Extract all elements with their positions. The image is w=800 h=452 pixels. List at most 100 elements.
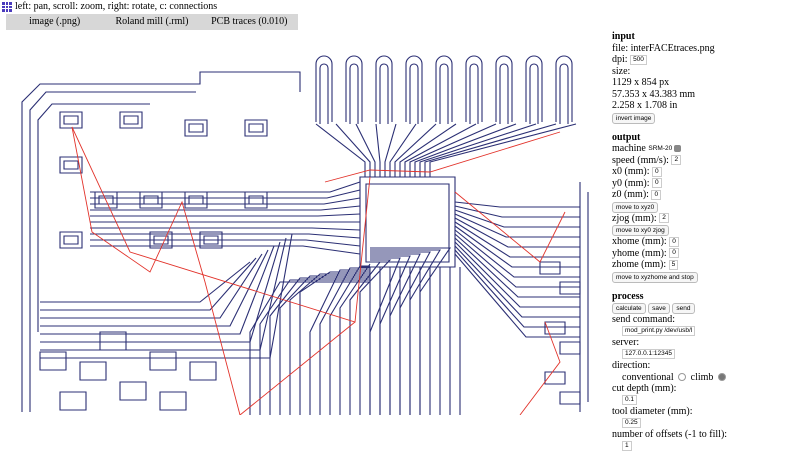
- send-command-field[interactable]: mod_print.py /dev/usb/l: [622, 326, 696, 337]
- size-px: 1129 x 854 px: [612, 77, 670, 88]
- trace-line: [90, 245, 361, 255]
- trace-line: [409, 123, 497, 177]
- move-xyz0-button[interactable]: move to xyz0: [612, 201, 659, 213]
- rapid-move: [71, 126, 371, 323]
- machine-label: machine: [612, 143, 646, 155]
- output-heading: output: [612, 131, 641, 143]
- zjog-field[interactable]: 2: [659, 213, 669, 224]
- trace-line: [414, 123, 517, 177]
- chevron-down-icon[interactable]: [674, 145, 682, 153]
- cut-depth-field[interactable]: 0.1: [622, 395, 638, 406]
- tab-image[interactable]: image (.png): [29, 16, 81, 27]
- trace-pad: [59, 111, 83, 129]
- trace-line: [299, 271, 370, 415]
- trace-pad: [244, 119, 268, 137]
- trace-finger: [409, 63, 419, 124]
- trace-line: [40, 245, 275, 335]
- direction-label: direction:: [612, 360, 651, 372]
- trace-pad: [184, 191, 208, 209]
- trace-pad: [188, 123, 204, 133]
- tab-pcb-traces[interactable]: PCB traces (0.010): [211, 16, 288, 27]
- server-label: server:: [612, 337, 640, 349]
- trace-line: [259, 279, 370, 415]
- move-xy0-button[interactable]: move to xy0 zjog: [612, 225, 669, 237]
- trace-pad: [184, 119, 208, 137]
- trace-line: [399, 123, 457, 177]
- rapid-move: [239, 321, 356, 415]
- trace-pad: [119, 381, 147, 401]
- offsets-label: number of offsets (-1 to fill):: [612, 429, 728, 441]
- trace-pad: [203, 235, 219, 245]
- trace-outline: [37, 103, 150, 332]
- trace-pad: [544, 321, 566, 335]
- trace-finger: [555, 55, 573, 122]
- tab-roland-mill[interactable]: Roland mill (.rml): [115, 16, 189, 27]
- controls-hint: left: pan, scroll: zoom, right: rotate, …: [15, 1, 218, 12]
- trace-finger: [465, 55, 483, 122]
- trace-line: [359, 259, 392, 415]
- xhome-field[interactable]: 0: [669, 236, 679, 247]
- trace-pad: [79, 361, 107, 381]
- trace-line: [319, 267, 370, 415]
- module-tabs: image (.png) Roland mill (.rml) PCB trac…: [6, 14, 298, 30]
- trace-line: [454, 217, 580, 248]
- send-button[interactable]: send: [672, 303, 695, 315]
- trace-pad: [153, 235, 169, 245]
- trace-finger: [375, 55, 393, 122]
- trace-pad: [244, 191, 268, 209]
- server-field[interactable]: 127.0.0.1:12345: [622, 349, 675, 360]
- trace-pad: [189, 361, 217, 381]
- offsets-field[interactable]: 1: [622, 441, 632, 452]
- speed-field[interactable]: 2: [671, 155, 682, 166]
- trace-line: [315, 123, 366, 177]
- trace-line: [394, 123, 437, 177]
- trace-finger: [319, 63, 329, 124]
- dpi-field[interactable]: 500: [630, 54, 647, 65]
- machine-select[interactable]: SRM-20: [648, 145, 673, 152]
- trace-finger: [379, 63, 389, 124]
- zhome-field[interactable]: 5: [668, 259, 679, 270]
- trace-pad: [143, 195, 159, 205]
- trace-pad: [248, 123, 264, 133]
- conventional-radio[interactable]: [678, 373, 687, 382]
- trace-pad: [119, 111, 143, 129]
- trace-line: [404, 123, 477, 177]
- z0-field[interactable]: 0: [651, 189, 662, 200]
- trace-finger: [529, 63, 539, 124]
- save-button[interactable]: save: [648, 303, 670, 315]
- trace-pad: [59, 156, 83, 174]
- trace-line: [369, 257, 401, 415]
- trace-line: [454, 221, 580, 258]
- trace-line: [90, 189, 361, 199]
- trace-line: [355, 123, 376, 177]
- trace-line: [429, 123, 577, 177]
- trace-line: [279, 275, 370, 415]
- size-in: 2.258 x 1.708 in: [612, 100, 678, 111]
- process-heading: process: [612, 290, 644, 302]
- trace-line: [389, 123, 417, 177]
- climb-label: climb: [690, 371, 714, 383]
- file-name: file: interFACEtraces.png: [612, 42, 715, 54]
- x0-field[interactable]: 0: [652, 166, 662, 177]
- trace-chip: [359, 176, 456, 268]
- tool-diameter-field[interactable]: 0.25: [622, 418, 641, 429]
- trace-pad: [159, 391, 187, 411]
- trace-finger: [315, 55, 333, 122]
- trace-finger: [499, 63, 509, 124]
- trace-pad: [63, 235, 79, 245]
- tool-diameter-label: tool diameter (mm):: [612, 406, 693, 418]
- trace-finger: [439, 63, 449, 124]
- yhome-field[interactable]: 0: [669, 248, 679, 259]
- trace-line: [454, 233, 580, 288]
- trace-line: [90, 239, 361, 247]
- xhome-label: xhome (mm):: [612, 236, 667, 248]
- calculate-button[interactable]: calculate: [612, 303, 646, 315]
- invert-image-button[interactable]: invert image: [612, 112, 656, 124]
- climb-radio[interactable]: [717, 373, 726, 382]
- toolpath-canvas[interactable]: [0, 32, 600, 415]
- y0-field[interactable]: 0: [652, 178, 662, 189]
- trace-pad: [199, 231, 223, 249]
- speed-label: speed (mm/s):: [612, 154, 669, 166]
- move-home-button[interactable]: move to xyzhome and stop: [612, 271, 698, 283]
- trace-pad: [139, 191, 163, 209]
